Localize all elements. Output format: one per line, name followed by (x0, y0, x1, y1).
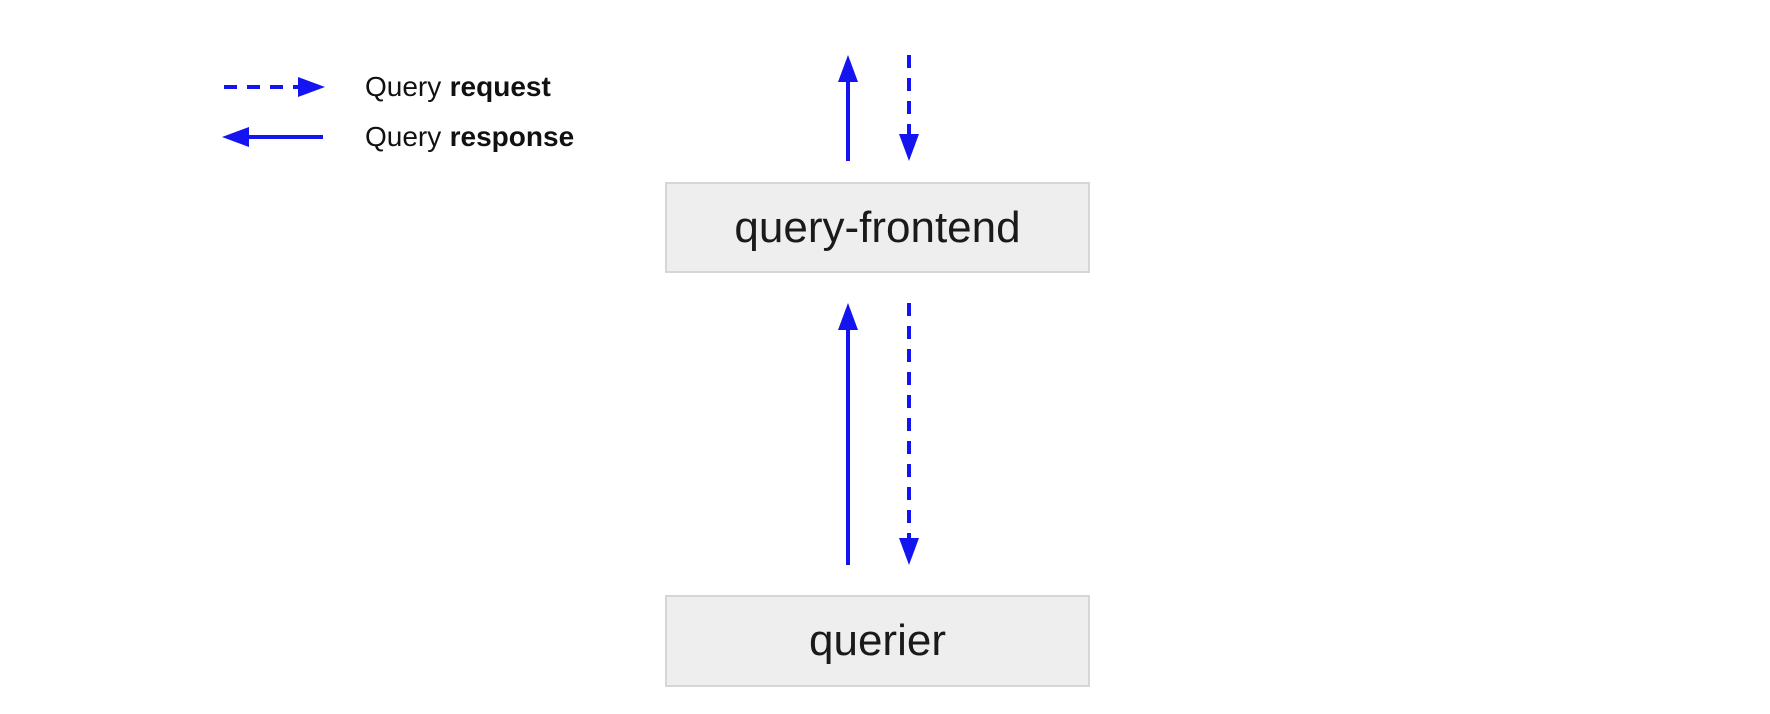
legend-item-query-request: Query request (222, 62, 574, 112)
legend-text-bold: response (449, 121, 575, 152)
dashed-right-arrow-icon (224, 77, 325, 97)
legend: Query request Query response (222, 62, 574, 162)
query-response-arrow-up-from-frontend-icon (838, 55, 858, 161)
legend-text-regular: Query (365, 121, 442, 152)
solid-left-arrow-icon (222, 127, 323, 147)
query-request-arrow-down-to-frontend-icon (899, 55, 919, 161)
query-response-arrow-up-from-querier-icon (838, 303, 858, 565)
query-request-arrow-down-to-querier-icon (899, 303, 919, 565)
node-label-query-frontend: query-frontend (734, 202, 1021, 252)
legend-text-regular: Query (365, 71, 442, 102)
node-query-frontend: query-frontend (665, 182, 1090, 273)
legend-item-query-response: Query response (222, 112, 574, 162)
legend-text-bold: request (449, 71, 551, 102)
node-querier: querier (665, 595, 1090, 687)
node-label-querier: querier (809, 616, 946, 665)
legend-label-query-response: Query response (365, 123, 574, 151)
legend-label-query-request: Query request (365, 73, 551, 101)
